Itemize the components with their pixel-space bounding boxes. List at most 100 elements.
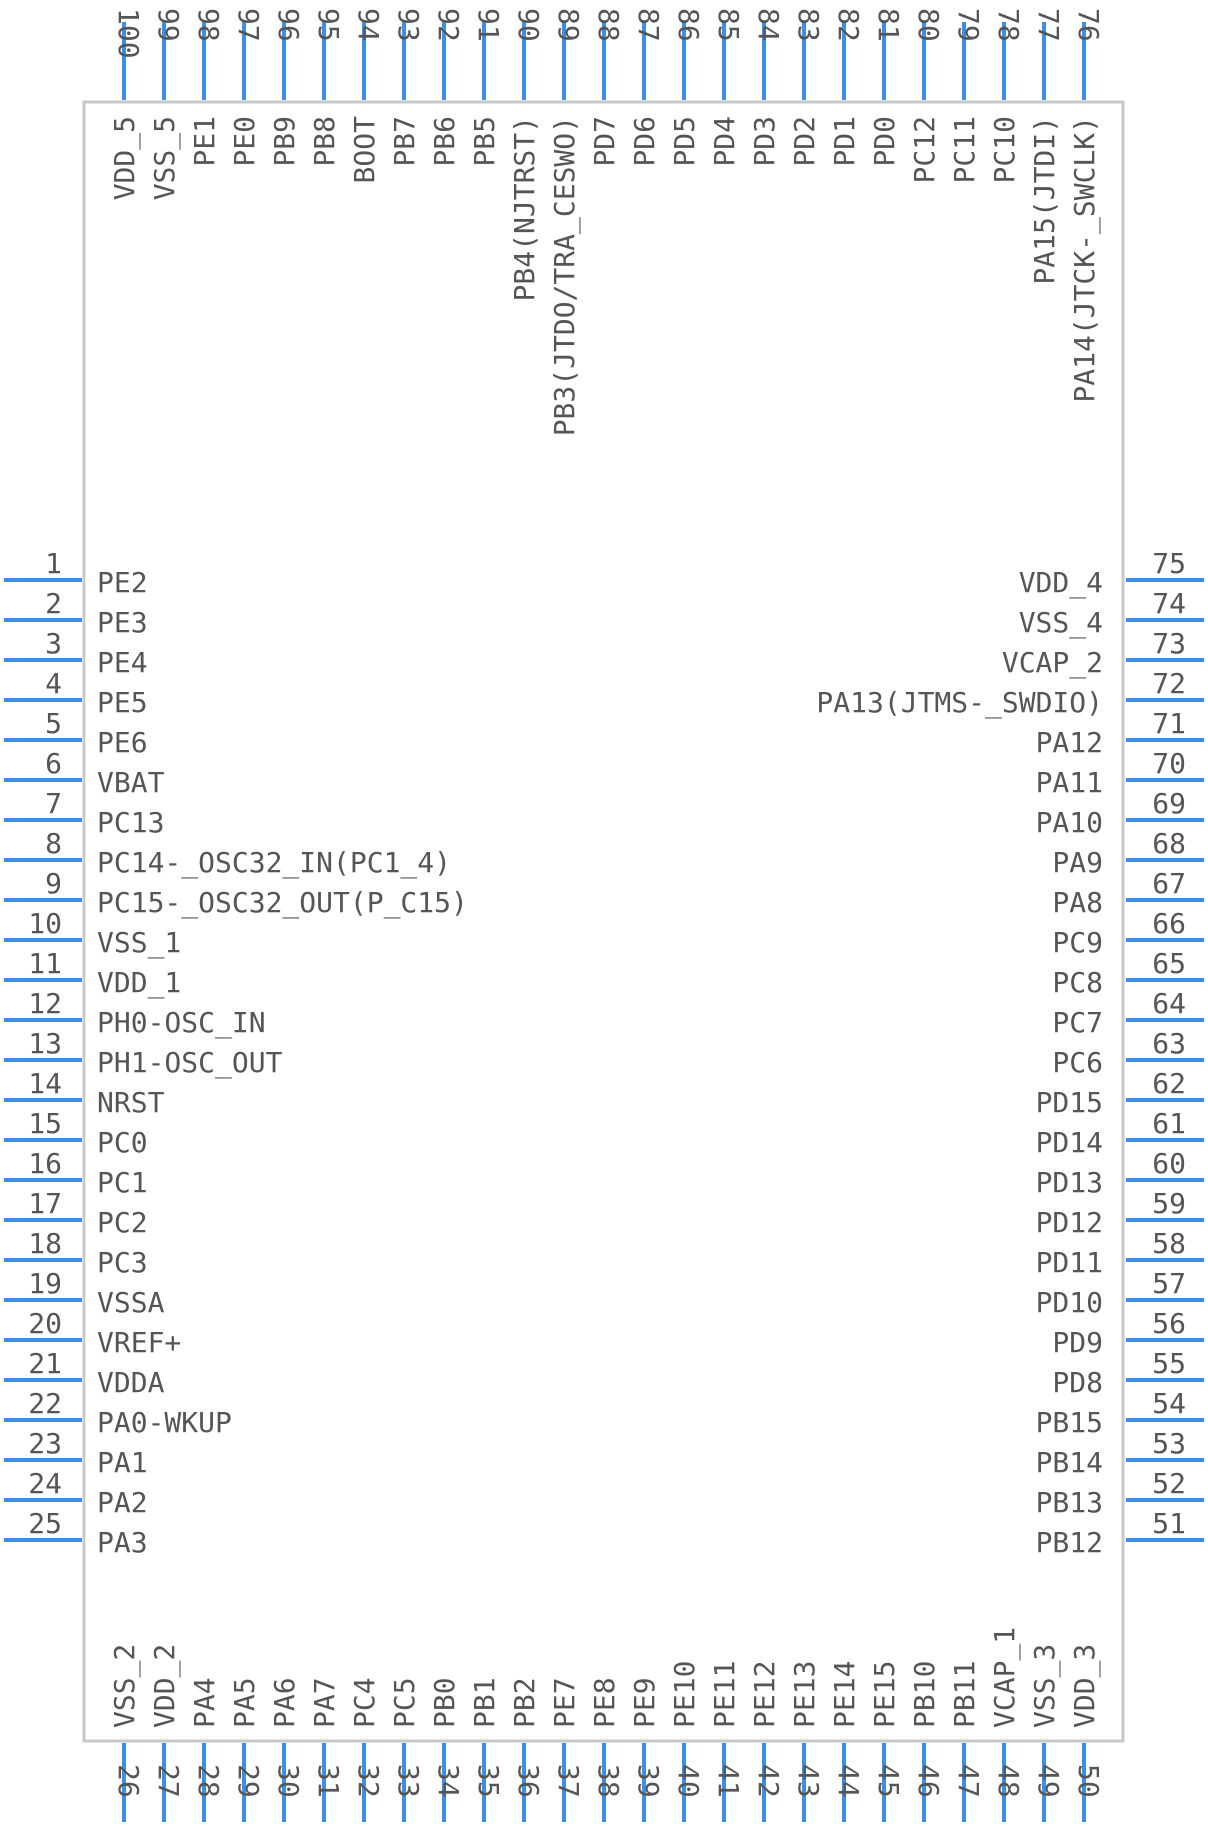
pin-label: PB7 (388, 116, 421, 167)
pin-number: 35 (472, 1764, 505, 1798)
pin-number: 36 (512, 1764, 545, 1798)
pin-number: 84 (752, 8, 785, 42)
pin-number: 15 (28, 1107, 62, 1140)
pin-number: 4 (45, 667, 62, 700)
pin-number: 21 (28, 1347, 62, 1380)
pin-number: 82 (832, 8, 865, 42)
pin-number: 20 (28, 1307, 62, 1340)
pin-number: 50 (1072, 1764, 1105, 1798)
pin-label: PE8 (588, 1677, 621, 1728)
pin-label: PA11 (1036, 766, 1103, 799)
pin-label: PD10 (1036, 1286, 1103, 1319)
pin-label: PA3 (97, 1526, 148, 1559)
pin-number: 78 (992, 8, 1025, 42)
pin-label: PA7 (308, 1677, 341, 1728)
pin-label: PE3 (97, 606, 148, 639)
pin-label: PB8 (308, 116, 341, 167)
pin-label: VSS_2 (108, 1644, 142, 1728)
pin-number: 62 (1152, 1067, 1186, 1100)
pin-label: PA4 (188, 1677, 221, 1728)
pin-number: 80 (912, 8, 945, 42)
pin-label: PA10 (1036, 806, 1103, 839)
pin-number: 13 (28, 1027, 62, 1060)
pin-number: 9 (45, 867, 62, 900)
pin-label: PE7 (548, 1677, 581, 1728)
pin-number: 1 (45, 547, 62, 580)
pin-number: 44 (832, 1764, 865, 1798)
pin-label: PB1 (468, 1677, 501, 1728)
pin-label: PD11 (1036, 1246, 1103, 1279)
chip-body (82, 100, 1125, 1743)
pin-label: PA2 (97, 1486, 148, 1519)
pin-number: 26 (112, 1764, 145, 1798)
pin-label: PC6 (1052, 1046, 1103, 1079)
pin-number: 57 (1152, 1267, 1186, 1300)
pin-label: PD6 (628, 116, 661, 167)
pin-number: 90 (512, 8, 545, 42)
pin-number: 5 (45, 707, 62, 740)
pin-label: PD2 (788, 116, 821, 167)
pin-number: 66 (1152, 907, 1186, 940)
pin-label: PA15(JTDI) (1028, 116, 1061, 285)
pin-number: 45 (872, 1764, 905, 1798)
pin-label: PB10 (908, 1661, 941, 1728)
pin-number: 94 (352, 8, 385, 42)
pin-label: PB15 (1036, 1406, 1103, 1439)
pin-label: PE9 (628, 1677, 661, 1728)
pin-label: PA1 (97, 1446, 148, 1479)
pin-label: PD15 (1036, 1086, 1103, 1119)
pin-label: PD8 (1052, 1366, 1103, 1399)
pin-label: VSS_4 (1019, 606, 1103, 640)
pin-label: PE0 (228, 116, 261, 167)
pin-number: 16 (28, 1147, 62, 1180)
pin-number: 34 (432, 1764, 465, 1798)
pin-label: PD4 (708, 116, 741, 167)
pin-label: PC10 (988, 116, 1021, 183)
pin-label: PH1-OSC_OUT (97, 1046, 283, 1080)
pin-number: 2 (45, 587, 62, 620)
pin-label: PH0-OSC_IN (97, 1006, 266, 1040)
pin-number: 14 (28, 1067, 62, 1100)
pin-number: 46 (912, 1764, 945, 1798)
pin-number: 24 (28, 1467, 62, 1500)
pin-number: 70 (1152, 747, 1186, 780)
pin-number: 96 (272, 8, 305, 42)
pin-number: 18 (28, 1227, 62, 1260)
pin-number: 27 (152, 1764, 185, 1798)
pin-label: PC1 (97, 1166, 148, 1199)
pin-label: PA14(JTCK-_SWCLK) (1068, 116, 1102, 403)
pin-number: 19 (28, 1267, 62, 1300)
pin-label: PC2 (97, 1206, 148, 1239)
pin-label: PA0-WKUP (97, 1406, 232, 1439)
pin-label: PE11 (708, 1661, 741, 1728)
pin-number: 58 (1152, 1227, 1186, 1260)
pin-label: PD1 (828, 116, 861, 167)
pin-label: PD14 (1036, 1126, 1103, 1159)
pin-label: PB5 (468, 116, 501, 167)
pin-label: PB11 (948, 1661, 981, 1728)
pin-number: 6 (45, 747, 62, 780)
pin-number: 95 (312, 8, 345, 42)
pin-label: BOOT (348, 116, 381, 184)
pin-label: PB2 (508, 1677, 541, 1728)
pin-label: PB14 (1036, 1446, 1103, 1479)
pin-label: PD5 (668, 116, 701, 167)
pin-number: 68 (1152, 827, 1186, 860)
pin-label: PC11 (948, 116, 981, 183)
pin-number: 65 (1152, 947, 1186, 980)
pin-label: NRST (97, 1086, 165, 1119)
pin-label: PA6 (268, 1677, 301, 1728)
pin-number: 53 (1152, 1427, 1186, 1460)
pin-label: PA12 (1036, 726, 1103, 759)
pin-label: PA9 (1052, 846, 1103, 879)
pin-number: 88 (592, 8, 625, 42)
pin-label: PD9 (1052, 1326, 1103, 1359)
pin-label: PE5 (97, 686, 148, 719)
pin-number: 52 (1152, 1467, 1186, 1500)
pin-number: 41 (712, 1764, 745, 1798)
pin-number: 25 (28, 1507, 62, 1540)
pin-number: 28 (192, 1764, 225, 1798)
pin-label: VSS_3 (1028, 1644, 1062, 1728)
pin-number: 69 (1152, 787, 1186, 820)
